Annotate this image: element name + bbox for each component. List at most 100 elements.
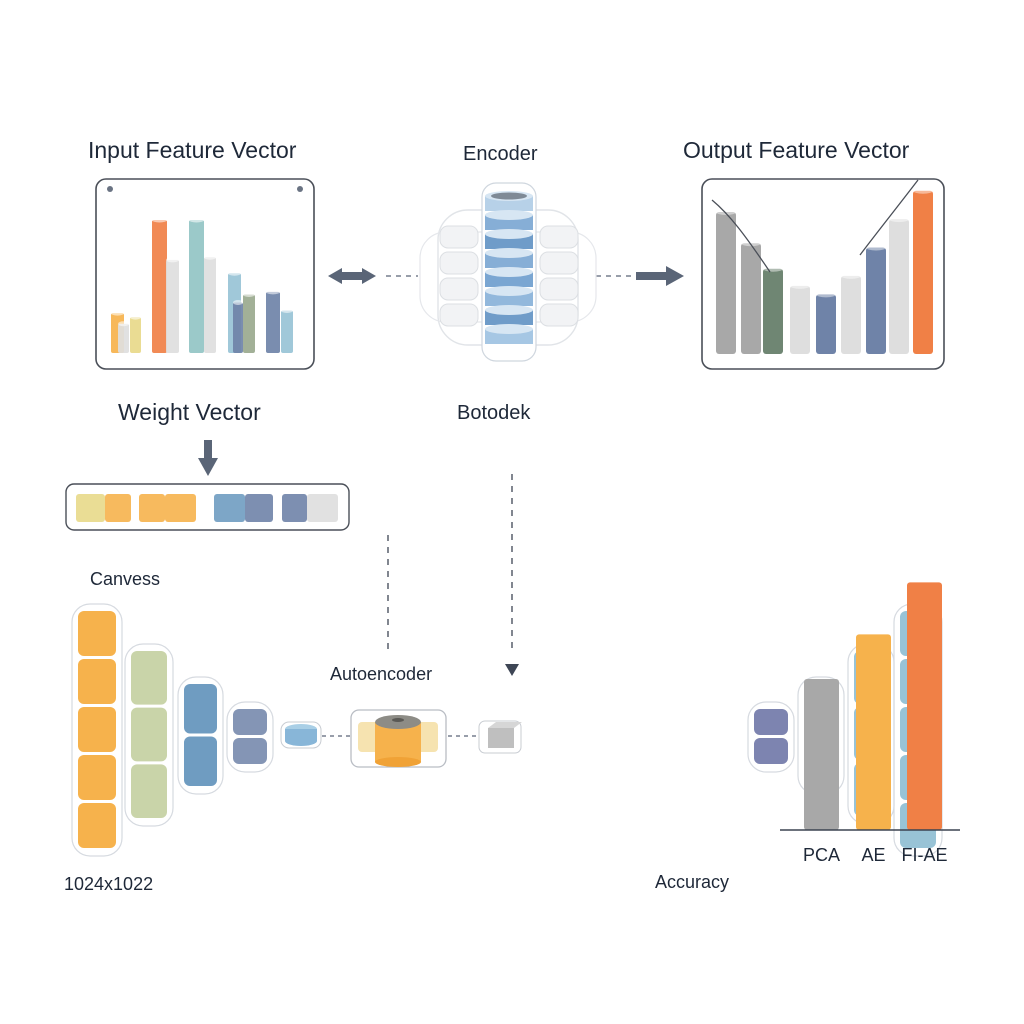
bottleneck-title: Botodek (457, 402, 531, 424)
input-bar-cap (243, 291, 255, 297)
output-feature-bar (841, 275, 861, 354)
output-bar-cap (841, 272, 861, 279)
weight-cell (76, 494, 105, 522)
funnel-outline (177, 676, 224, 795)
funnel-cell (78, 755, 116, 800)
encoder-disc-top (485, 305, 533, 315)
encoder-disc-top (485, 324, 533, 334)
frame-dot (297, 186, 303, 192)
output-feature-bar (763, 268, 783, 354)
output-bar-cap (716, 209, 736, 215)
input-bar-cap (233, 299, 243, 305)
output-bar-cap (913, 187, 933, 194)
canvas-title: Canvess (90, 569, 161, 589)
output-bar-cap (866, 244, 886, 251)
input-feature-bar (118, 323, 129, 353)
autoencoder-title: Autoencoder (330, 664, 433, 684)
accuracy-bar (804, 678, 839, 830)
output-connector-line (711, 199, 771, 273)
encoder-disc-top (485, 210, 533, 220)
funnel-cell (754, 709, 788, 735)
weight-cell (165, 494, 196, 522)
output-bar-cap (763, 265, 783, 272)
funnel-outline (226, 701, 274, 773)
input-bar-group (111, 217, 293, 353)
funnel-cell (78, 707, 116, 752)
encoder-ghost-cylinder (439, 277, 479, 301)
funnel-cell (233, 738, 267, 764)
funnel-cell (754, 738, 788, 764)
input-feature-bar (233, 302, 243, 353)
encoder-disc-top (485, 229, 533, 239)
accuracy-bar (856, 634, 891, 830)
frame-dot (107, 186, 113, 192)
output-bar-group (716, 187, 933, 354)
output-bar-cap (741, 240, 761, 247)
encoder-disc-top (485, 267, 533, 277)
output-feature-bar (816, 294, 836, 354)
arrow-right (636, 266, 684, 286)
latent-left-disc (280, 721, 322, 749)
funnel-cell (184, 736, 217, 786)
funnel-outline (71, 603, 123, 857)
latent-right-block (478, 720, 522, 754)
encoder-funnel (71, 603, 274, 857)
input-bar-cap (266, 289, 280, 295)
input-feature-bar (152, 220, 167, 353)
weight-vector-title: Weight Vector (118, 399, 261, 425)
input-bar-cap (130, 314, 141, 320)
input-feature-bar (130, 317, 141, 353)
input-bar-cap (111, 310, 124, 316)
input-feature-bar (189, 220, 204, 353)
encoder-title: Encoder (463, 143, 538, 165)
input-bar-cap (228, 270, 241, 276)
funnel-cell (131, 707, 167, 762)
encoder-ghost-cylinder (439, 303, 479, 327)
encoder-disc-top (485, 286, 533, 296)
encoder-stack (419, 182, 597, 362)
funnel-outline (747, 701, 795, 773)
funnel-cell (78, 803, 116, 848)
input-bar-cap (189, 217, 204, 223)
funnel-outline (124, 643, 174, 827)
encoder-ghost-cylinder (539, 277, 579, 301)
input-feature-bar (204, 257, 216, 353)
weight-cell (307, 494, 338, 522)
funnel-cell (78, 659, 116, 704)
accuracy-bar (907, 582, 942, 830)
latent-core (350, 709, 447, 768)
accuracy-title: Accuracy (655, 872, 730, 892)
accuracy-category-label: PCA (803, 845, 840, 865)
input-bar-cap (204, 254, 216, 260)
output-feature-bar (716, 212, 736, 354)
output-bar-cap (889, 216, 909, 223)
encoder-ghost-cylinder (439, 225, 479, 249)
weight-cell (282, 494, 307, 522)
weight-cell (245, 494, 273, 522)
encoder-ghost-cylinder (439, 251, 479, 275)
output-bar-cap (790, 282, 810, 289)
encoder-ghost-cylinder (539, 251, 579, 275)
input-bar-cap (152, 217, 167, 223)
encoder-top-hole (491, 192, 527, 200)
input-bar-cap (118, 321, 129, 327)
output-connector-line (859, 179, 919, 256)
input-feature-bar (243, 294, 255, 353)
funnel-cell (233, 709, 267, 735)
output-feature-bar (913, 190, 933, 354)
down-arrowhead (505, 664, 519, 676)
funnel-cell (184, 684, 217, 734)
weight-cell-group (76, 494, 338, 522)
funnel-cell (131, 651, 167, 705)
weight-vector-frame (65, 483, 350, 531)
funnel-cell (78, 611, 116, 656)
output-feature-bar (790, 285, 810, 354)
weight-cell (105, 494, 131, 522)
output-feature-bar (741, 243, 761, 354)
input-feature-bar (281, 310, 293, 353)
arrow-left (328, 268, 376, 284)
accuracy-category-label: FI-AE (901, 845, 947, 865)
encoder-ghost-cylinder (539, 225, 579, 249)
